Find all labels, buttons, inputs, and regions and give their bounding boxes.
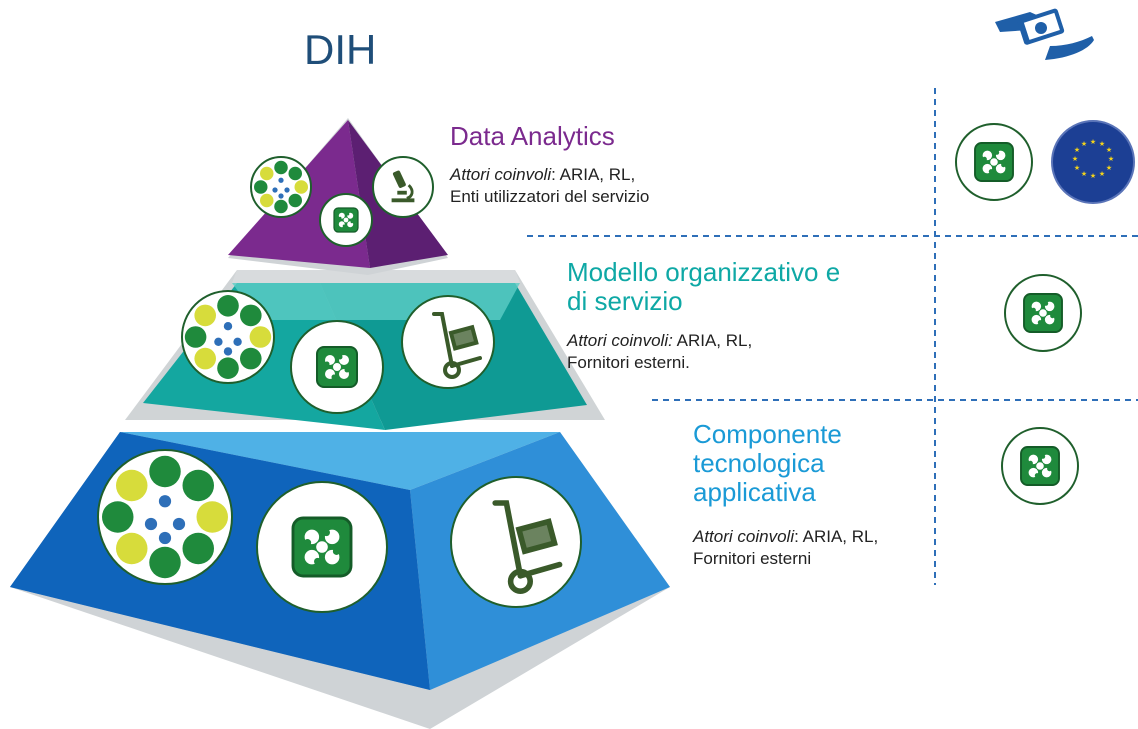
green-circles-icon [250,156,312,218]
actors-line: Enti utilizzatori del servizio [450,187,650,206]
svg-text:★: ★ [1074,146,1080,154]
lombardia-logo-icon [256,481,388,613]
actors-line: Fornitori esterni. [567,353,690,372]
hand-truck-icon [450,476,582,608]
svg-text:★: ★ [1106,146,1112,154]
actors-label: Attori coinvoli: [567,331,673,350]
svg-text:★: ★ [1090,172,1096,180]
level-actors-data-analytics: Attori coinvoli: ARIA, RL, Enti utilizza… [450,164,649,208]
actors-separator: : [794,527,803,546]
title-line: di servizio [567,286,683,316]
hand-truck-icon [401,295,495,389]
green-circles-icon [97,449,233,585]
actors-line: Fornitori esterni [693,549,812,568]
svg-text:★: ★ [1081,170,1087,178]
microscope-icon [372,156,434,218]
svg-text:★: ★ [1108,155,1114,163]
level-title-modello-organizzativo: Modello organizzativo e di servizio [567,258,897,316]
level-actors-modello-organizzativo: Attori coinvoli: ARIA, RL, Fornitori est… [567,330,752,374]
level-title-data-analytics: Data Analytics [450,121,615,151]
eu-flag-icon: ★★★ ★★★ ★★★ ★★★ [1051,120,1135,204]
level-title-componente-tecnologica: Componente tecnologica applicativa [693,420,893,507]
level-actors-componente-tecnologica: Attori coinvoli: ARIA, RL, Fornitori est… [693,526,878,570]
title-line: applicativa [693,477,816,507]
svg-text:★: ★ [1099,170,1105,178]
svg-text:★: ★ [1090,138,1096,146]
actors-line: ARIA, RL, [802,527,879,546]
svg-text:★: ★ [1081,140,1087,148]
lombardia-logo-icon [1001,427,1079,505]
svg-text:★: ★ [1106,164,1112,172]
title-line: Modello organizzativo e [567,257,841,287]
divider-lines [527,88,1138,585]
page-title: DIH [304,26,377,73]
actors-line: ARIA, RL, [676,331,753,350]
lombardia-logo-icon [955,123,1033,201]
actors-label: Attori coinvoli [693,527,795,546]
svg-text:★: ★ [1099,140,1105,148]
title-line: tecnologica [693,448,825,478]
lombardia-logo-icon [319,193,373,247]
lombardia-logo-icon [290,320,384,414]
money-hand-icon [995,8,1094,60]
actors-separator: : [551,165,560,184]
svg-text:★: ★ [1072,155,1078,163]
green-circles-icon [181,290,275,384]
actors-line: ARIA, RL, [559,165,636,184]
title-line: Componente [693,419,842,449]
actors-label: Attori coinvoli [450,165,552,184]
svg-text:★: ★ [1074,164,1080,172]
lombardia-logo-icon [1004,274,1082,352]
